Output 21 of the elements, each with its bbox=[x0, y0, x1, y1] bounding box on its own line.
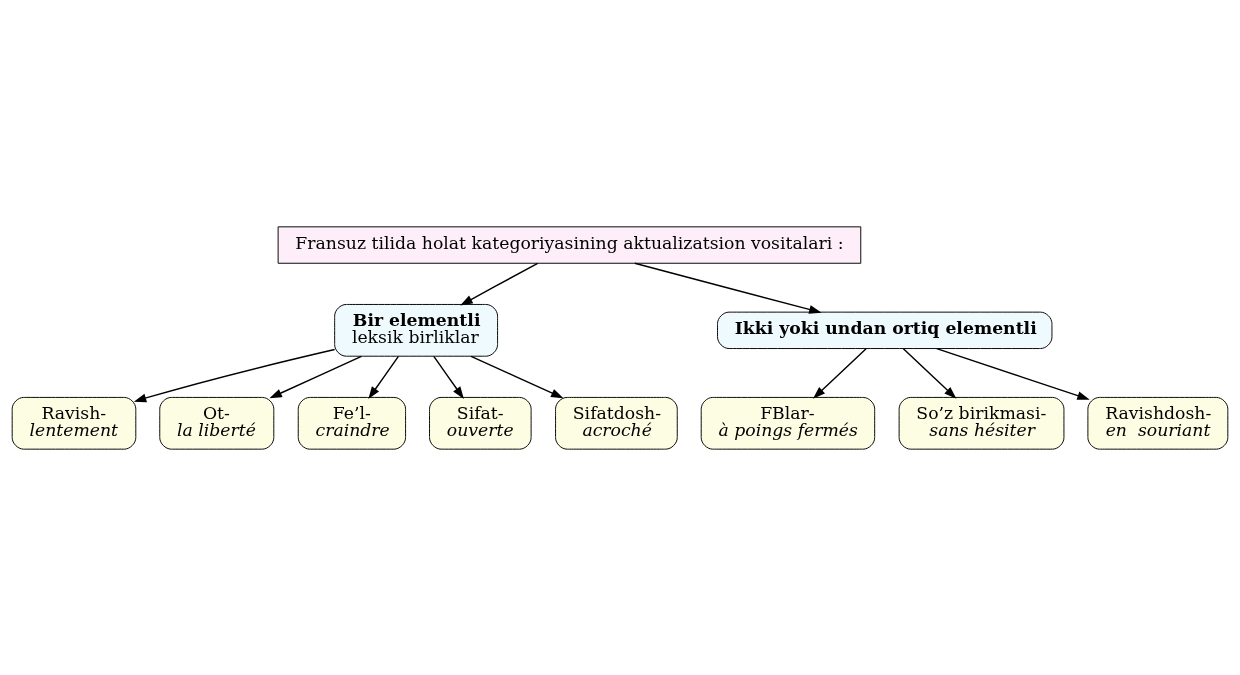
arrow bbox=[133, 348, 336, 402]
node-box: Fransuz tilida holat kategoriyasining aktualizatsion vositalari : bbox=[277, 225, 862, 264]
arrow bbox=[936, 347, 1090, 400]
node-box: Ravish- lentement bbox=[11, 396, 137, 450]
arrow bbox=[368, 355, 400, 399]
node-box: Ikki yoki undan ortiq elementli bbox=[717, 311, 1053, 349]
node-box: Bir elementli leksik birliklar bbox=[334, 303, 499, 357]
arrow bbox=[634, 262, 822, 314]
node-box: Sifat- ouverte bbox=[429, 396, 532, 450]
node-box: Ravishdosh- en souriant bbox=[1087, 396, 1229, 450]
arrow bbox=[902, 347, 957, 399]
arrow bbox=[269, 355, 363, 398]
arrow bbox=[470, 355, 564, 398]
node-box: So’z birikmasi- sans hésiter bbox=[898, 396, 1065, 450]
arrow bbox=[813, 347, 867, 399]
node-box: Sifatdosh- acroché bbox=[555, 396, 678, 450]
node-box: FBlar- à poings fermés bbox=[700, 396, 876, 450]
arrow bbox=[433, 355, 464, 399]
arrow bbox=[460, 262, 539, 305]
node-box: Fe’l- craindre bbox=[297, 396, 407, 450]
node-box: Ot- la liberté bbox=[159, 396, 275, 450]
